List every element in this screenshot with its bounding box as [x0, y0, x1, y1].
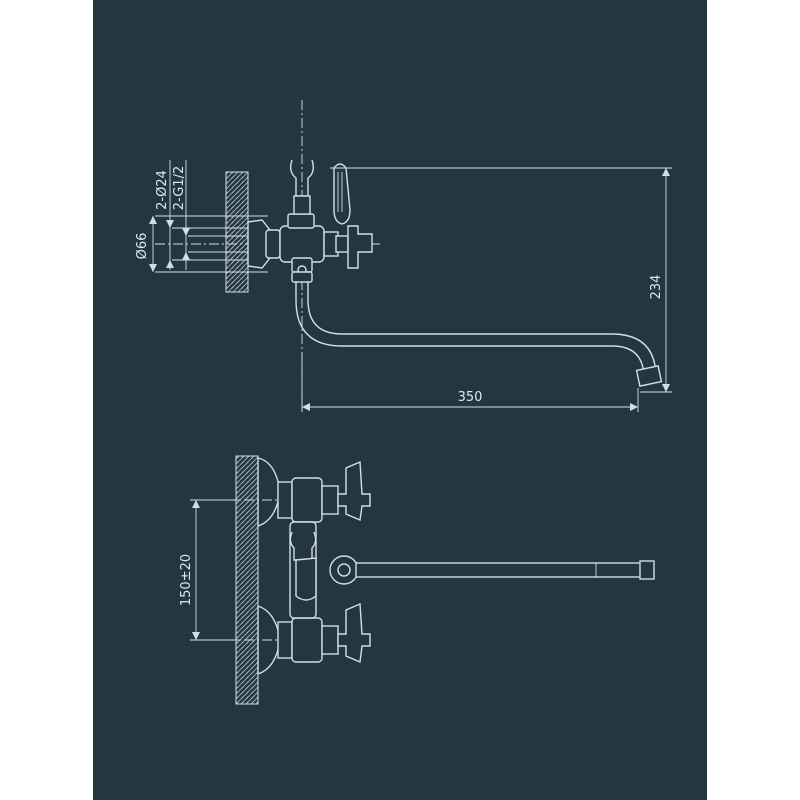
spout-swivel — [329, 555, 359, 585]
wall-hatch-bottom — [235, 455, 259, 705]
lower-cross-handle — [337, 602, 371, 664]
drawing-sheet — [93, 0, 707, 800]
thread-label: 2-G1/2 — [172, 166, 187, 210]
front-view: 150±20 — [179, 455, 655, 705]
center-distance-label: 150±20 — [179, 554, 194, 606]
flange-diameter-label: Ø66 — [135, 233, 150, 260]
upper-cross-handle — [337, 460, 371, 522]
pipe-diameter-label: 2-Ø24 — [155, 170, 170, 210]
front-spout — [355, 562, 643, 578]
aerator — [635, 365, 663, 387]
wall-hatch-top — [225, 171, 249, 293]
height-label: 234 — [649, 275, 664, 300]
cross-handle — [347, 225, 373, 269]
spout — [295, 278, 645, 379]
mixer-body — [279, 225, 325, 263]
spout-length-label: 350 — [458, 390, 483, 405]
side-view: 234 350 Ø66 2-Ø24 2-G1/2 — [135, 100, 672, 412]
